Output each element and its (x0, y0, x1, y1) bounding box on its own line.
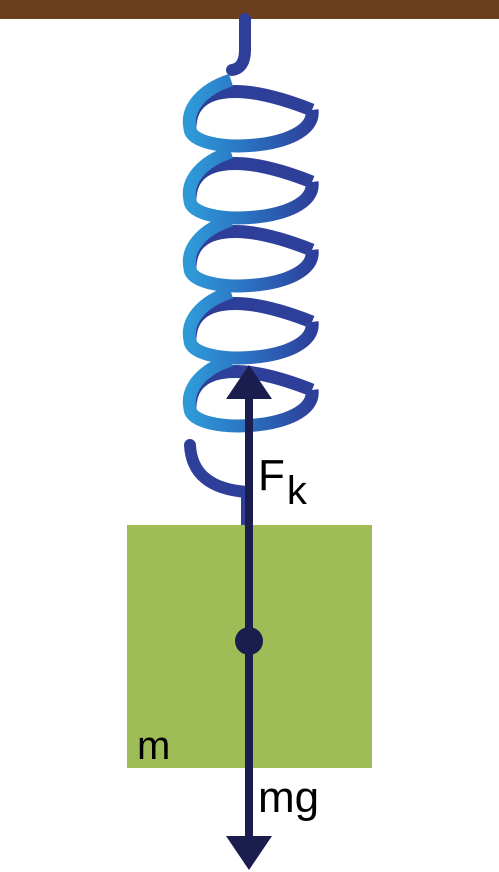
weight-label: mg (258, 773, 319, 822)
ceiling (0, 0, 499, 19)
spring-hook (226, 13, 251, 76)
spring-coil-front (182, 285, 319, 365)
spring-coil-front (182, 73, 319, 153)
spring-force-label: Fk (258, 451, 308, 513)
mass-label: m (137, 724, 170, 768)
spring-force-arrowhead (226, 365, 272, 399)
spring-coil-front (182, 213, 319, 293)
weight-arrowhead (226, 836, 272, 870)
spring-coil-front (182, 353, 319, 433)
spring-tail (184, 439, 253, 531)
center-of-mass-dot (235, 627, 263, 655)
spring-coil-front (182, 145, 319, 225)
